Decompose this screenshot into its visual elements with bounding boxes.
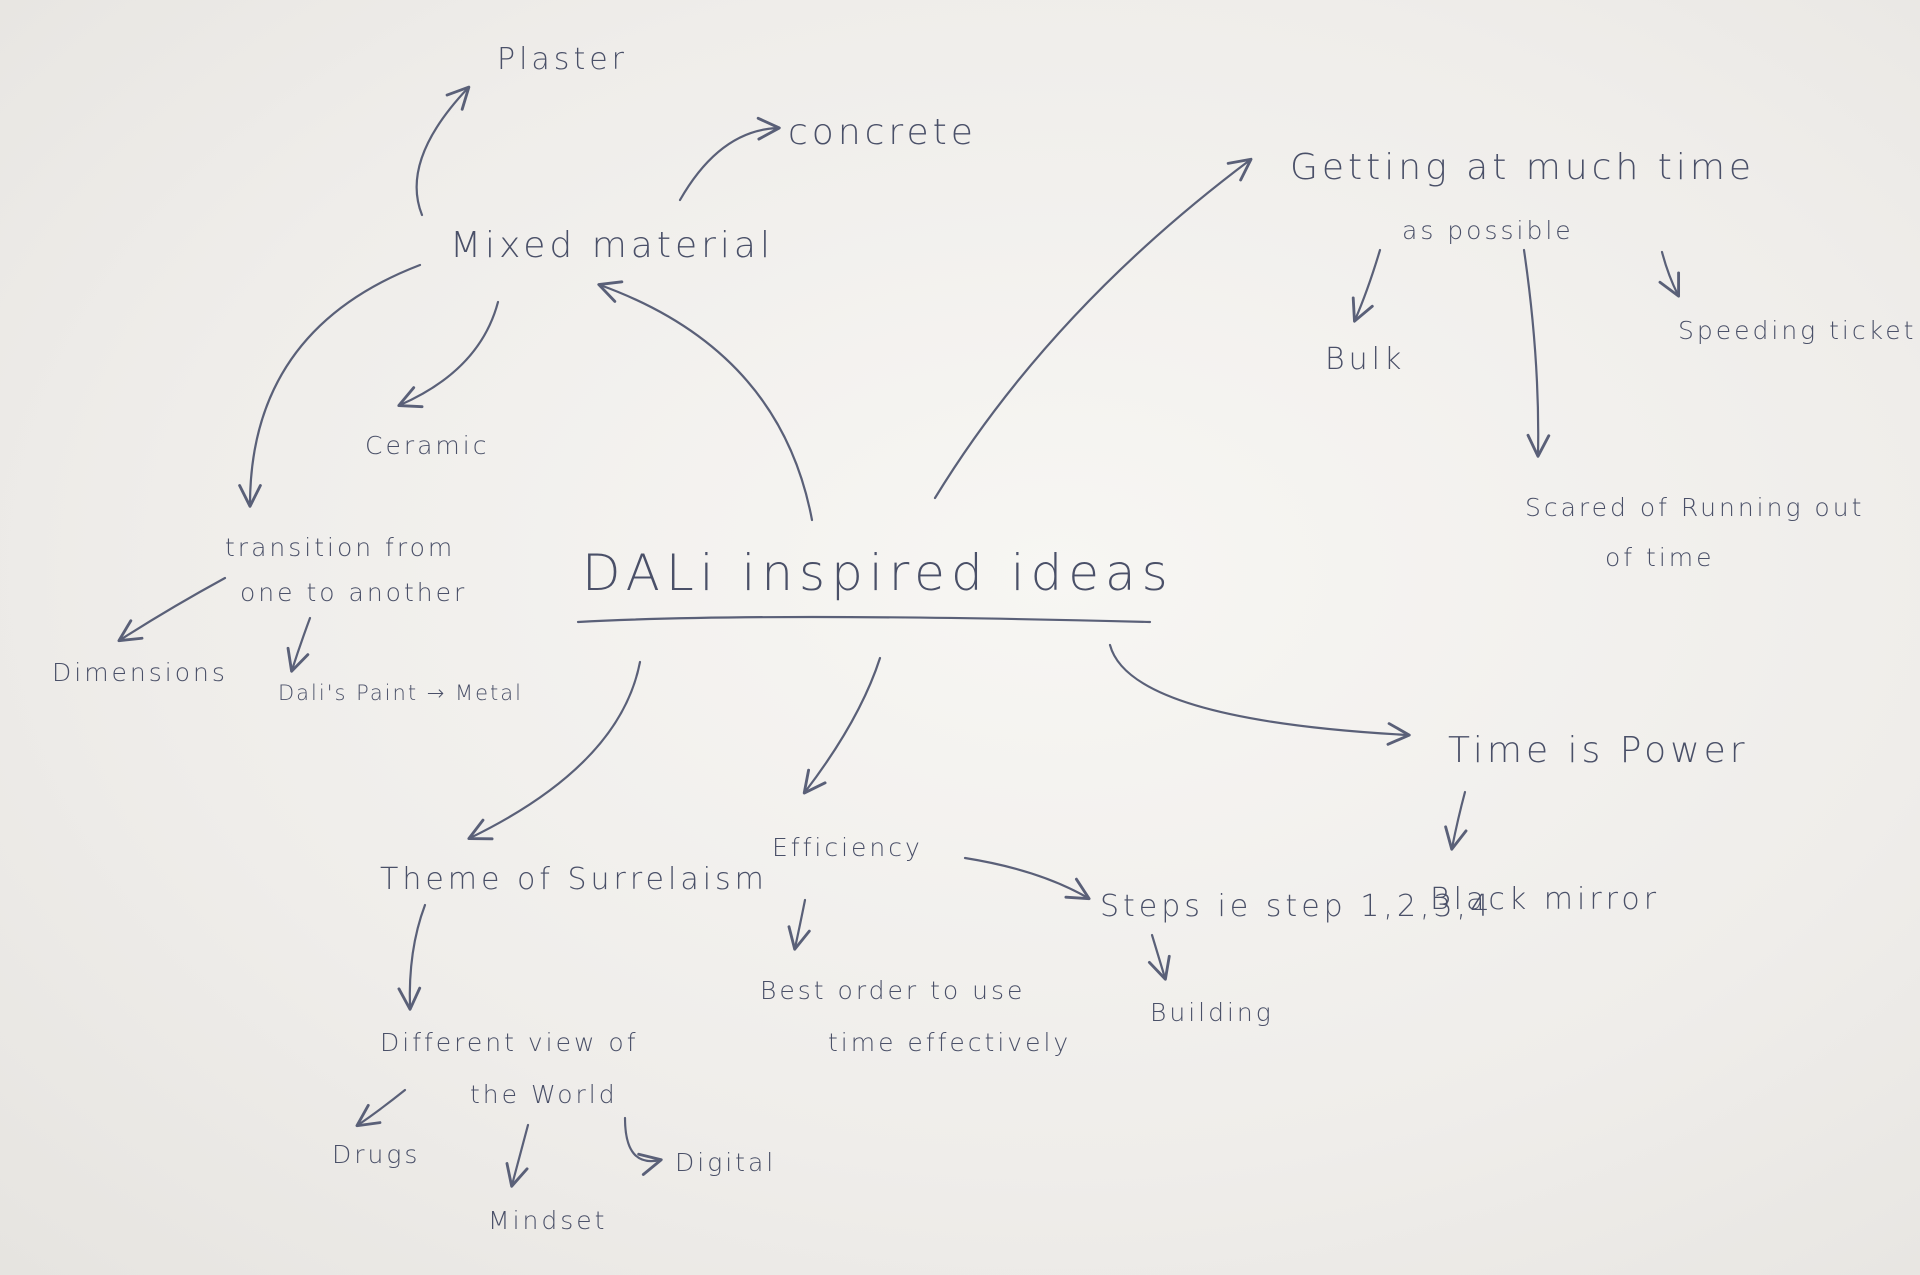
arrow-getting-to-bulk: [1351, 248, 1382, 323]
node-speeding-ticket: Speeding ticket: [1678, 316, 1917, 345]
arrow-dali-to-efficiency: [802, 656, 882, 795]
node-mindset: Mindset: [488, 1206, 608, 1235]
arrow-different-to-drugs: [355, 1088, 407, 1128]
node-black-mirror: Black mirror: [1430, 882, 1661, 917]
node-building: Building: [1150, 998, 1274, 1027]
node-concrete: concrete: [788, 112, 977, 153]
arrow-transition-to-dimensions: [117, 576, 227, 643]
node-best-order-line1: Best order to use: [760, 976, 1026, 1005]
node-transition-line1: transition from: [225, 533, 456, 562]
node-getting-line2: as possible: [1402, 216, 1574, 245]
node-efficiency: Efficiency: [772, 833, 923, 862]
arrow-steps-to-building: [1147, 933, 1171, 981]
arrow-mixed-to-plaster: [415, 85, 471, 217]
arrow-time-to-black-mirror: [1444, 790, 1468, 851]
node-dalis-paint-metal: Dali's Paint → Metal: [278, 681, 523, 705]
diagram-title: DALi inspired ideas: [582, 544, 1174, 602]
arrow-transition-to-dalis-paint: [286, 616, 312, 673]
node-theme-surrealism: Theme of Surrelaism: [380, 862, 768, 897]
node-transition-line2: one to another: [240, 578, 468, 607]
arrow-getting-to-speeding: [1658, 250, 1681, 298]
node-bulk: Bulk: [1325, 342, 1406, 377]
node-steps: Steps ie step 1,2,3,4: [1100, 889, 1494, 924]
node-time-is-power: Time is Power: [1448, 730, 1749, 771]
node-scared-line2: of time: [1605, 543, 1715, 572]
node-scared-line1: Scared of Running out: [1525, 493, 1865, 522]
arrow-efficiency-to-steps: [963, 856, 1091, 901]
title-underline: [576, 615, 1152, 624]
node-mixed-material: Mixed material: [450, 225, 774, 266]
arrow-dali-to-time-is-power: [1108, 643, 1411, 746]
node-plaster: Plaster: [497, 42, 628, 77]
arrow-getting-to-scared: [1522, 248, 1551, 458]
arrow-world-to-mindset: [505, 1123, 530, 1188]
node-drugs: Drugs: [332, 1140, 421, 1169]
arrow-dali-to-getting: [933, 157, 1253, 500]
node-best-order-line2: time effectively: [828, 1028, 1072, 1057]
arrow-mixed-to-ceramic: [397, 300, 500, 409]
arrow-efficiency-to-best-order: [787, 898, 811, 951]
node-dimensions: Dimensions: [52, 658, 228, 687]
node-digital: Digital: [675, 1148, 777, 1177]
arrow-mixed-to-transition: [238, 263, 422, 508]
node-ceramic: Ceramic: [365, 431, 490, 460]
arrow-material-to-concrete: [678, 116, 781, 202]
arrow-world-to-digital: [623, 1116, 663, 1176]
node-getting-line1: Getting at much time: [1290, 147, 1756, 188]
node-different-line2: the World: [470, 1080, 618, 1109]
node-different-line1: Different view of: [380, 1028, 639, 1057]
arrow-dali-to-theme: [467, 660, 642, 841]
arrow-theme-to-different: [397, 903, 427, 1011]
arrow-dali-to-mixed-material: [597, 280, 814, 522]
